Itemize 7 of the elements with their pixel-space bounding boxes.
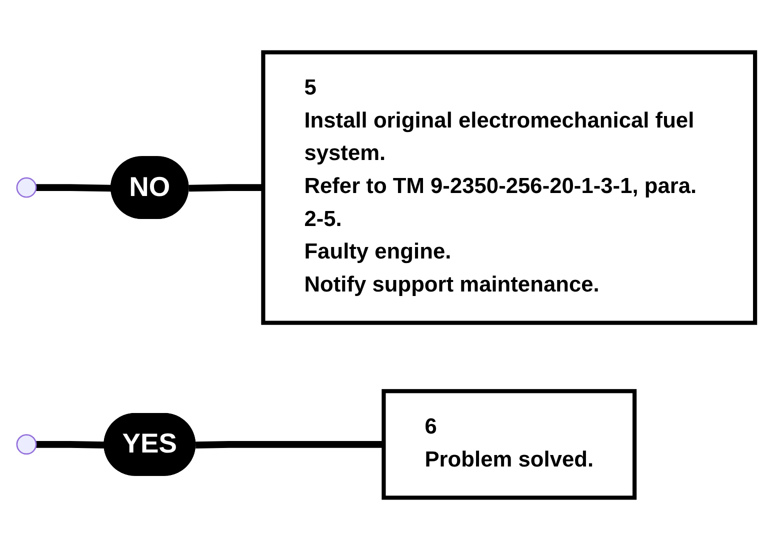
flowchart: NO 5 Install original electromechanical fuel system. Refer to TM 9-2350-256-20-1-3-1, para. 2-5. Faulty engine. Notify support maintenance. YES 6 Problem solved. — [6, 4, 766, 544]
connector — [36, 184, 112, 192]
node-box — [382, 388, 637, 500]
node-box — [261, 50, 758, 324]
connector — [36, 440, 106, 448]
connector — [188, 184, 264, 192]
connector — [196, 440, 384, 448]
